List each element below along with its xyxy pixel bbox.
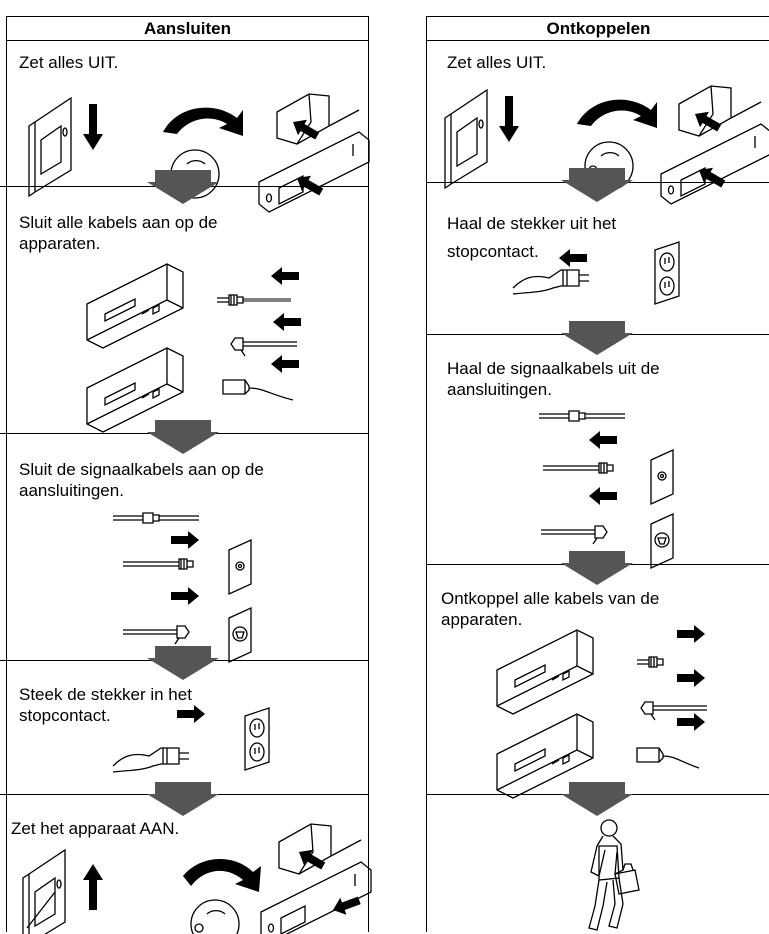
connector-icon <box>113 512 199 524</box>
arrow-icon <box>177 705 205 723</box>
arrow-icon <box>163 107 243 136</box>
panel-aansluiten: Aansluiten Zet alles UIT. Sluit alle kab… <box>1 16 372 934</box>
step-2-illustration <box>512 241 680 305</box>
connector-icon <box>122 625 190 645</box>
flow-arrow-icon <box>561 782 633 816</box>
step-1-illustration <box>28 93 370 213</box>
flow-arrow-icon <box>561 168 633 202</box>
step-2-illustration <box>86 263 301 433</box>
rocker-switch-icon <box>660 85 769 205</box>
step-text-4: Ontkoppel alle kabels van de apparaten. <box>441 589 660 629</box>
flow-arrow-icon <box>561 321 633 355</box>
wall-outlet-icon <box>650 513 674 569</box>
step-text-2: Sluit alle kabels aan op de apparaten. <box>19 213 218 253</box>
panel-ontkoppelen: Ontkoppelen Zet alles UIT. Haal de stekk… <box>426 16 769 932</box>
rocker-switch-icon <box>258 93 370 213</box>
step-text-2: Haal de stekker uit het stopcontact. <box>447 214 617 261</box>
margin-tick <box>0 186 6 187</box>
connector-icon <box>636 656 664 668</box>
arrow-icon <box>589 431 617 449</box>
arrow-icon <box>271 355 299 373</box>
connector-icon <box>230 337 298 357</box>
arrow-icon <box>183 858 261 892</box>
arrow-icon <box>677 669 705 687</box>
step-4-illustration <box>496 625 708 799</box>
arrow-icon <box>83 864 103 910</box>
arrow-icon <box>83 104 103 150</box>
step-3-illustration <box>113 512 252 663</box>
arrow-icon <box>499 96 519 142</box>
connector-icon <box>543 462 614 474</box>
arrow-icon <box>294 844 328 874</box>
step-4-illustration <box>112 705 270 773</box>
arrow-icon <box>559 249 587 267</box>
margin-tick <box>0 794 6 795</box>
step-text-5: Zet het apparaat AAN. <box>11 819 180 838</box>
step-5-illustration <box>22 823 372 934</box>
margin-tick <box>0 660 6 661</box>
flow-arrow-icon <box>561 551 633 585</box>
connector-icon <box>539 410 625 422</box>
arrow-icon <box>329 891 363 919</box>
arrow-icon <box>577 99 657 128</box>
power-switch-icon <box>22 849 66 934</box>
arrow-icon <box>271 267 299 285</box>
person-walking-icon <box>588 819 640 931</box>
arrow-icon <box>589 487 617 505</box>
rocker-switch-icon <box>260 823 372 934</box>
dial-icon <box>190 899 240 934</box>
arrow-icon <box>273 313 301 331</box>
step-text-3: Haal de signaalkabels uit de aansluiting… <box>447 359 660 399</box>
arrow-icon <box>677 713 705 731</box>
power-plug-icon <box>512 269 590 295</box>
step-text-3: Sluit de signaalkabels aan op de aanslui… <box>19 460 264 500</box>
power-switch-icon <box>444 89 488 189</box>
power-plug-icon <box>222 379 294 401</box>
connector-icon <box>216 294 291 306</box>
wall-outlet-icon <box>650 449 674 505</box>
device-icon <box>496 629 594 715</box>
power-plug-icon <box>636 747 700 769</box>
step-text-1: Zet alles UIT. <box>19 53 119 72</box>
flow-arrow-icon <box>147 420 219 454</box>
flow-arrow-icon <box>147 646 219 680</box>
flow-arrow-icon <box>147 782 219 816</box>
wall-outlet-icon <box>244 707 270 771</box>
step-text-1: Zet alles UIT. <box>447 53 547 72</box>
arrow-icon <box>677 625 705 643</box>
panel-title: Aansluiten <box>7 16 368 41</box>
power-plug-icon <box>112 747 190 773</box>
step-3-illustration <box>539 410 674 569</box>
wall-outlet-icon <box>228 607 252 663</box>
power-switch-icon <box>28 97 72 197</box>
arrow-icon <box>171 587 199 605</box>
connector-icon <box>123 558 194 570</box>
wall-outlet-icon <box>228 539 252 595</box>
margin-tick <box>0 433 6 434</box>
device-icon <box>86 263 184 349</box>
flow-arrow-icon <box>147 170 219 204</box>
panel-title: Ontkoppelen <box>427 16 769 41</box>
step-text-4: Steek de stekker in het stopcontact. <box>19 685 192 725</box>
connector-icon <box>540 525 608 545</box>
step-1-illustration <box>444 85 769 205</box>
arrow-icon <box>171 531 199 549</box>
wall-outlet-icon <box>654 241 680 305</box>
